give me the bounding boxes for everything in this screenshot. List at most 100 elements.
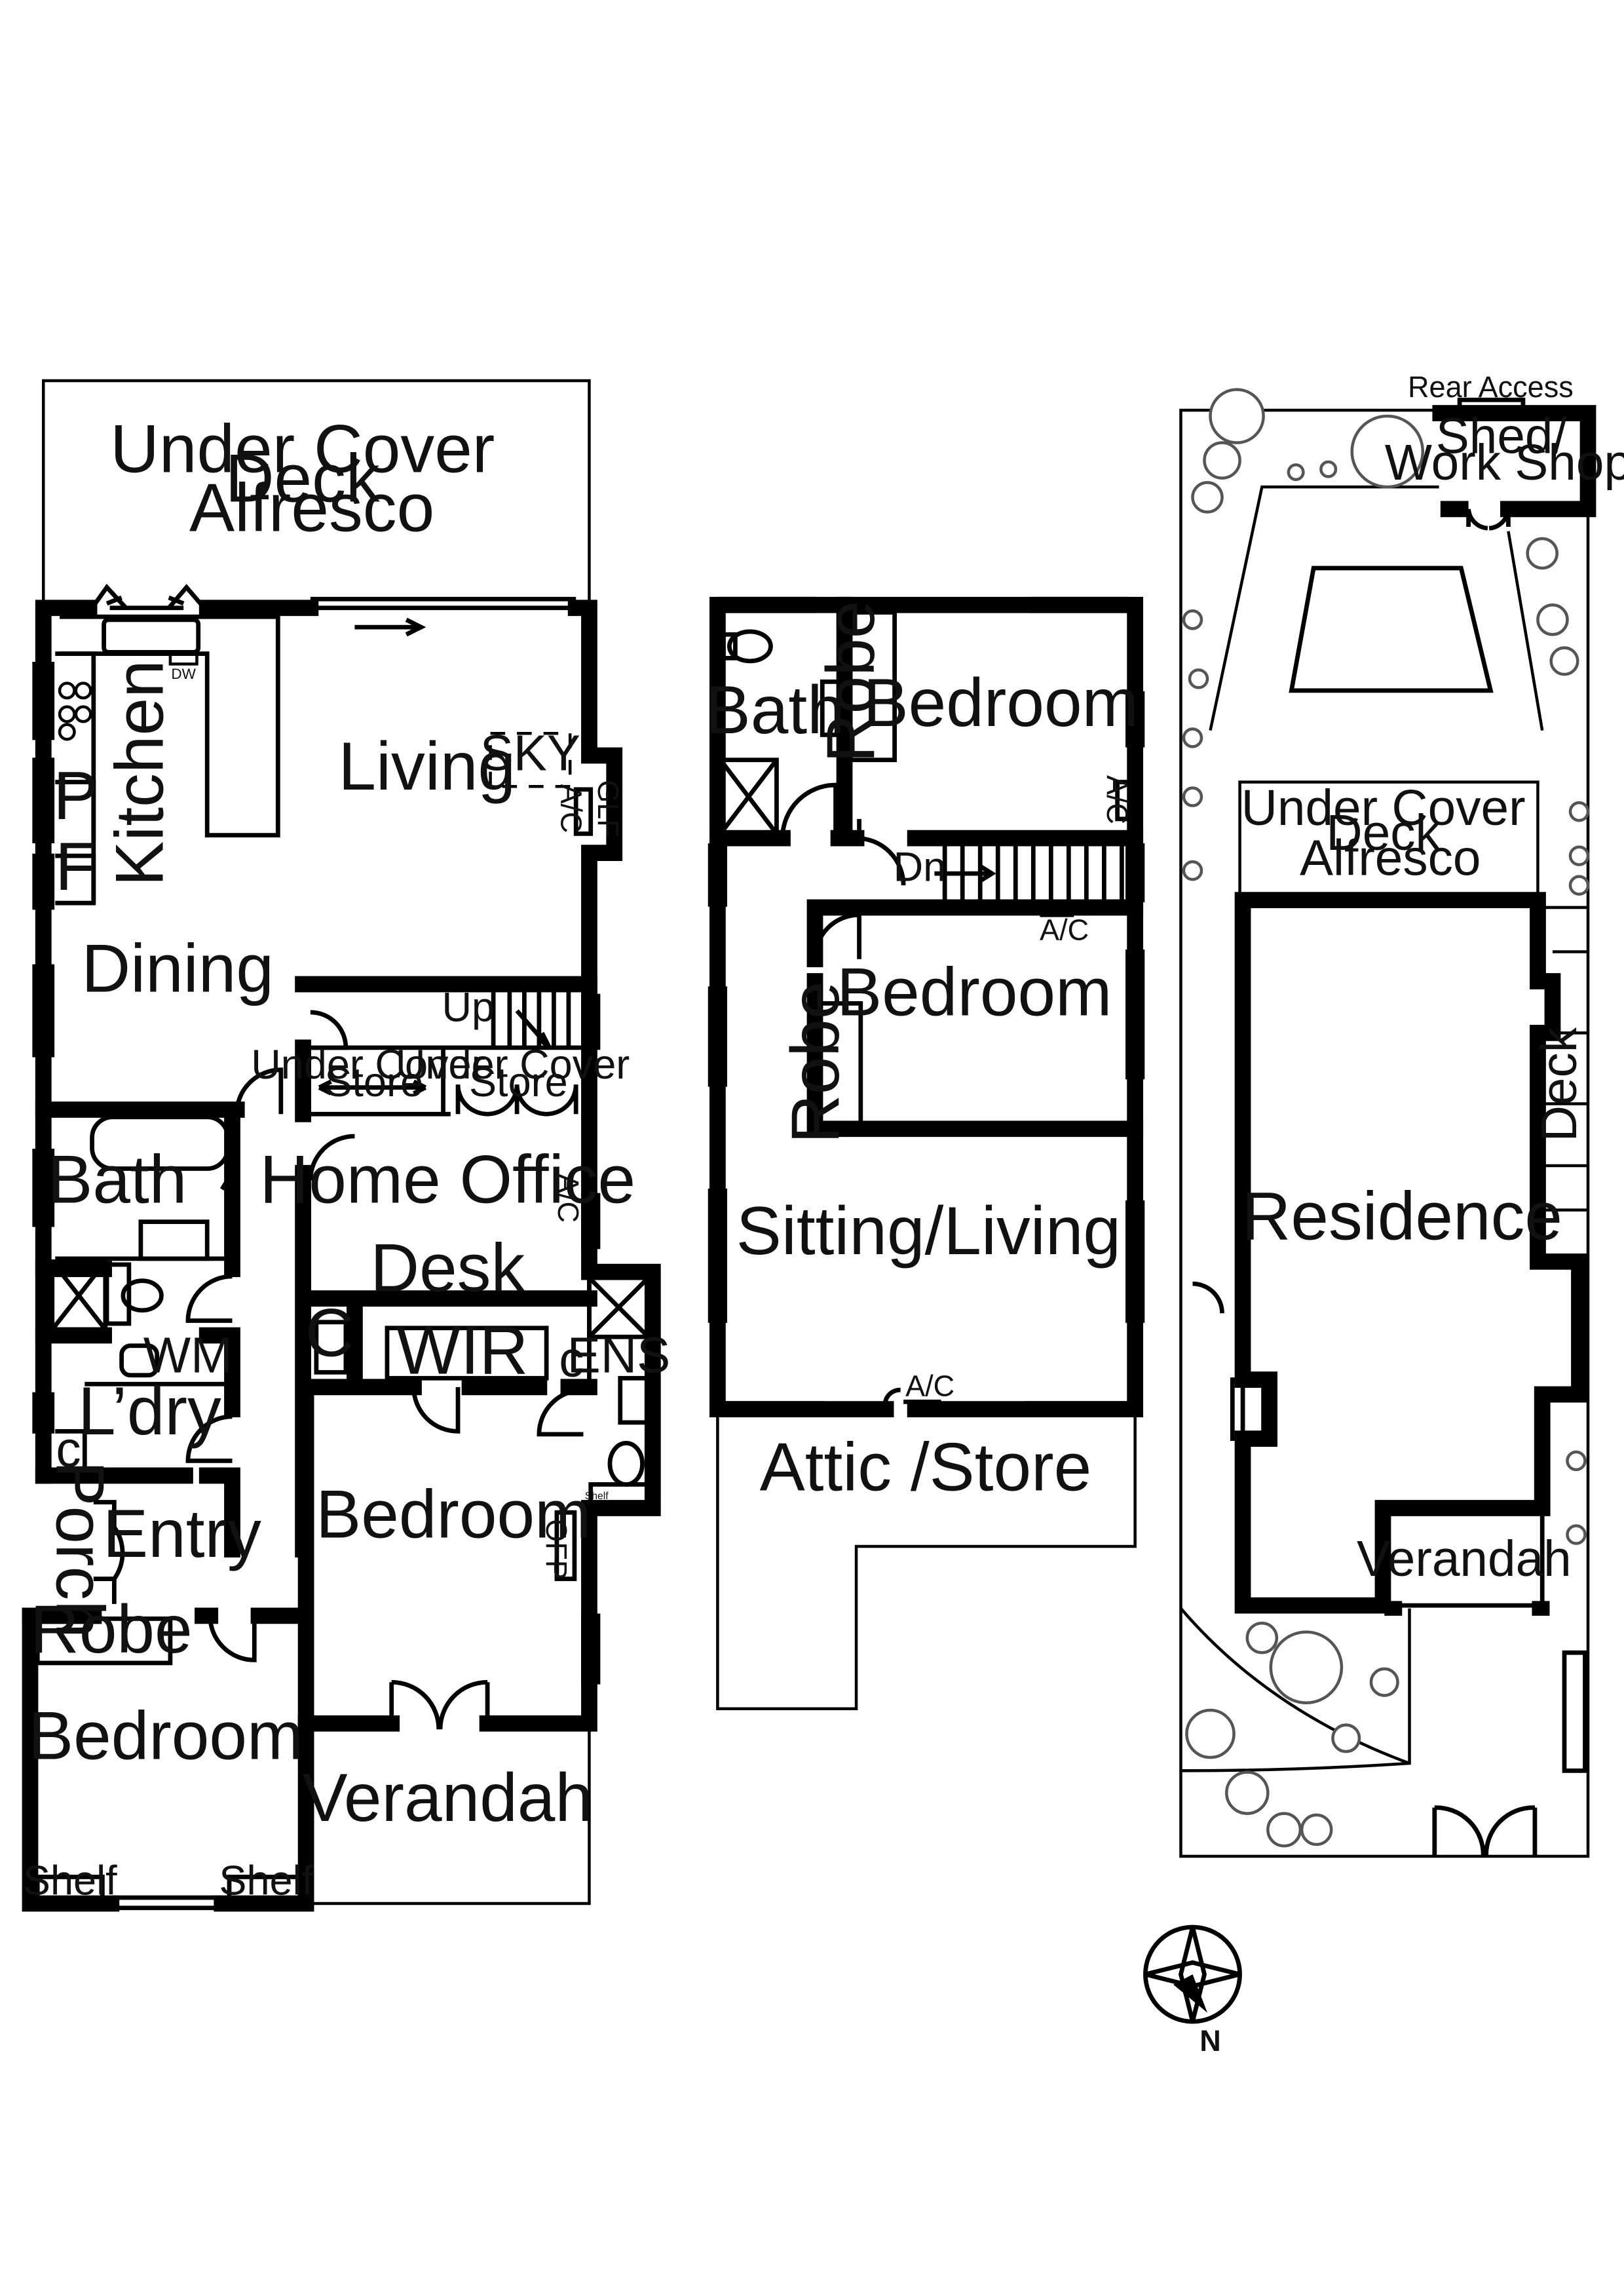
vanity <box>138 1219 210 1261</box>
front-gates <box>1432 1805 1538 1857</box>
up-label: Up <box>442 984 495 1030</box>
living-label: Living <box>338 728 516 804</box>
ens-label: ENS <box>567 1328 670 1383</box>
sitting-living-label: Sitting/Living <box>736 1193 1121 1269</box>
store-1-label: Under Cover Store <box>251 1042 497 1105</box>
store-2-line-2: Store <box>469 1060 568 1105</box>
front-window <box>111 1895 222 1911</box>
first-shower <box>718 757 779 836</box>
washing-machine <box>119 1343 160 1378</box>
bedroom-front-label: Bedroom <box>28 1697 303 1773</box>
robe-mid-label: Robe <box>777 982 853 1144</box>
fridge-label: F <box>55 828 96 904</box>
rear-access-gate <box>1457 397 1526 415</box>
first-top-windows <box>717 596 1129 613</box>
bath-label: Bath <box>47 1141 187 1217</box>
shelf-right-label: Shelf <box>219 1858 313 1904</box>
garden-path <box>1209 485 1544 731</box>
entry-label: Entry <box>103 1495 261 1571</box>
shed-label: Shed/ Work Shop <box>1385 408 1624 491</box>
alfresco-line-3: Alfresco <box>189 470 434 546</box>
sky-label: SKY <box>480 726 580 782</box>
glf-label: GLF <box>592 780 625 837</box>
robe-top-label: Robe <box>812 601 888 763</box>
ensuite-cupboard-label: c <box>559 1332 584 1388</box>
store-1-line-1: Under Cover <box>251 1042 485 1088</box>
ofp-label: OFP <box>540 1519 573 1580</box>
store-2-line-1: Under Cover <box>396 1042 630 1088</box>
compass: N <box>1143 1924 1242 2057</box>
garden-trees <box>1182 388 1590 1848</box>
site-alfresco-line-1: Under Cover <box>1241 780 1526 836</box>
first-vanity <box>820 679 847 737</box>
site-verandah-label: Verandah <box>1357 1531 1572 1587</box>
alfresco-line-1: Under Cover <box>110 411 495 487</box>
hall-door <box>234 1067 284 1115</box>
home-office-label: Home Office <box>259 1141 635 1217</box>
site-alfresco-line-2: Deck <box>1326 805 1441 861</box>
ensuite-toilet <box>607 1441 645 1487</box>
shelf-left-label: Shelf <box>23 1858 117 1904</box>
store-1-line-2: Store <box>324 1060 423 1105</box>
site-alfresco-label: Under Cover Deck Alfresco <box>1241 780 1539 887</box>
alfresco-label: Under Cover Deck Alfresco <box>110 411 514 546</box>
laundry-door <box>185 1414 233 1463</box>
wm-label: WM <box>143 1328 233 1383</box>
bedroom-main-label: Bedroom <box>316 1476 591 1552</box>
site-deck-boards <box>1538 906 1589 1212</box>
skylight <box>489 731 572 788</box>
fireplace <box>554 1510 577 1581</box>
ac-unit <box>573 787 594 836</box>
robe-mid-box <box>814 1001 863 1132</box>
alfresco-line-2: Deck <box>225 440 380 516</box>
site-alfresco-line-3: Alfresco <box>1300 830 1481 886</box>
left-windows <box>32 661 55 1434</box>
store-double-doors <box>455 1084 578 1117</box>
ensuite-shelf-label: Shelf <box>585 1491 609 1502</box>
rear-glazing <box>310 596 576 611</box>
ac-mid-label: A/C <box>1040 913 1089 946</box>
north-label: N <box>1199 2024 1221 2057</box>
rear-access-label: Rear Access <box>1408 370 1574 404</box>
cupboard-label: C <box>305 1295 354 1371</box>
bedroom-top-label: Bedroom <box>863 664 1139 740</box>
laundry-cupboard-label: c <box>56 1422 81 1478</box>
ground-outer-walls <box>22 600 661 1912</box>
ground-floor-plan: Under Cover Deck Alfresco Kitchen Living… <box>22 379 670 1912</box>
wir-label: WIR <box>396 1312 528 1388</box>
shed-doors <box>1466 508 1511 531</box>
first-bath-label: Bath <box>706 672 845 748</box>
store-door <box>310 1010 349 1050</box>
stair-down-arrow-icon <box>934 864 996 883</box>
verandah-label: Verandah <box>303 1759 593 1835</box>
kitchen-side-bench <box>55 651 96 906</box>
verandah-doors <box>389 1679 490 1730</box>
store-2-label: Under Cover Store <box>396 1042 641 1105</box>
attic-outline <box>716 1409 1137 1710</box>
robe-label: Robe <box>30 1591 193 1667</box>
ensuite-shower <box>587 1275 651 1339</box>
first-side-windows <box>708 691 1145 1323</box>
ensuite-door <box>537 1387 584 1437</box>
side-bed <box>1562 1650 1587 1773</box>
stair-arrow-icon <box>515 1009 552 1050</box>
first-floor-plan: Bath Robe Bedroom A/C Dn A/C Robe Bedroo… <box>706 596 1145 1710</box>
first-toilet <box>727 629 773 664</box>
residence-walls <box>1234 892 1587 1614</box>
bath-arrow-icon <box>219 1173 239 1217</box>
stair-treads <box>491 985 571 1048</box>
bath-door <box>185 1274 233 1323</box>
residence-label: Residence <box>1242 1178 1562 1254</box>
ground-interior-walls <box>22 976 597 1732</box>
alfresco-outline <box>41 379 591 608</box>
shed-line-1: Shed/ <box>1436 408 1568 464</box>
office-ac-label: A/C <box>552 1174 585 1223</box>
laundry-label: L’dry <box>78 1373 221 1449</box>
dw-label: DW <box>171 666 196 682</box>
front-path <box>1179 1607 1410 1765</box>
first-bedroom-door <box>812 912 861 959</box>
shed-line-2: Work Shop <box>1385 435 1624 491</box>
kitchen-label: Kitchen <box>102 660 178 886</box>
deck-label: Deck <box>1532 1027 1587 1141</box>
